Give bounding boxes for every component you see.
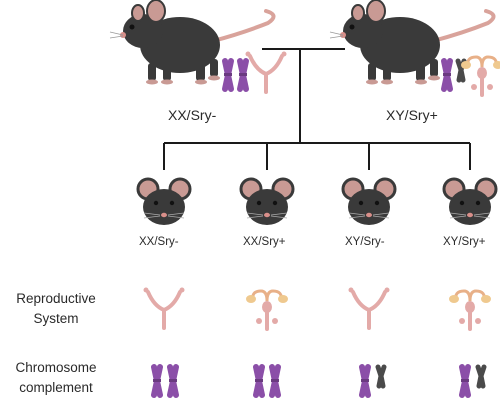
parent-female-x-chromosome-icon [224,61,232,89]
offspring-3-genotype: XY/Sry- [345,236,385,248]
row-label-reproductive: Reproductive System [2,289,110,328]
cross-lines [163,48,471,170]
offspring-1-x-chromosome-icon [153,367,161,395]
row-label-chromosome-line2: complement [19,379,93,395]
row-label-chromosome-line1: Chromosome [15,360,97,375]
parent-male-mouse-icon [328,0,496,87]
offspring-1-reproductive-icon [141,285,187,330]
offspring-3-mouse-icon [341,177,397,227]
offspring-4-y-chromosome-icon [478,367,484,386]
offspring-3-x-chromosome-icon [361,367,369,395]
offspring-4-x-chromosome-icon [461,367,469,395]
offspring-2-reproductive-icon [244,289,290,331]
offspring-2-mouse-icon [239,177,295,227]
offspring-3-reproductive-icon [346,285,392,330]
row-label-reproductive-line2: System [33,310,79,326]
offspring-2-x-chromosome-icon [255,367,263,395]
parent-female-mouse-icon [108,0,276,87]
parent-male-x-chromosome-icon [443,61,451,89]
parent-female-genotype: XX/Sry- [168,107,217,123]
offspring-1-mouse-icon [136,177,192,227]
row-label-reproductive-line1: Reproductive [16,291,96,306]
offspring-1-x-chromosome-icon [169,367,177,395]
parent-male-genotype: XY/Sry+ [386,107,438,123]
offspring-3-y-chromosome-icon [378,367,384,386]
offspring-2-x-chromosome-icon [271,367,279,395]
offspring-4-reproductive-icon [447,289,493,331]
parent-female-x-chromosome-icon [239,61,247,89]
offspring-1-genotype: XX/Sry- [139,236,179,248]
row-label-chromosome: Chromosome complement [2,358,110,397]
parent-male-reproductive-icon [459,55,500,97]
offspring-2-genotype: XX/Sry+ [243,236,286,248]
offspring-4-genotype: XY/Sry+ [443,236,486,248]
offspring-4-mouse-icon [442,177,498,227]
parent-female-reproductive-icon [243,49,289,94]
